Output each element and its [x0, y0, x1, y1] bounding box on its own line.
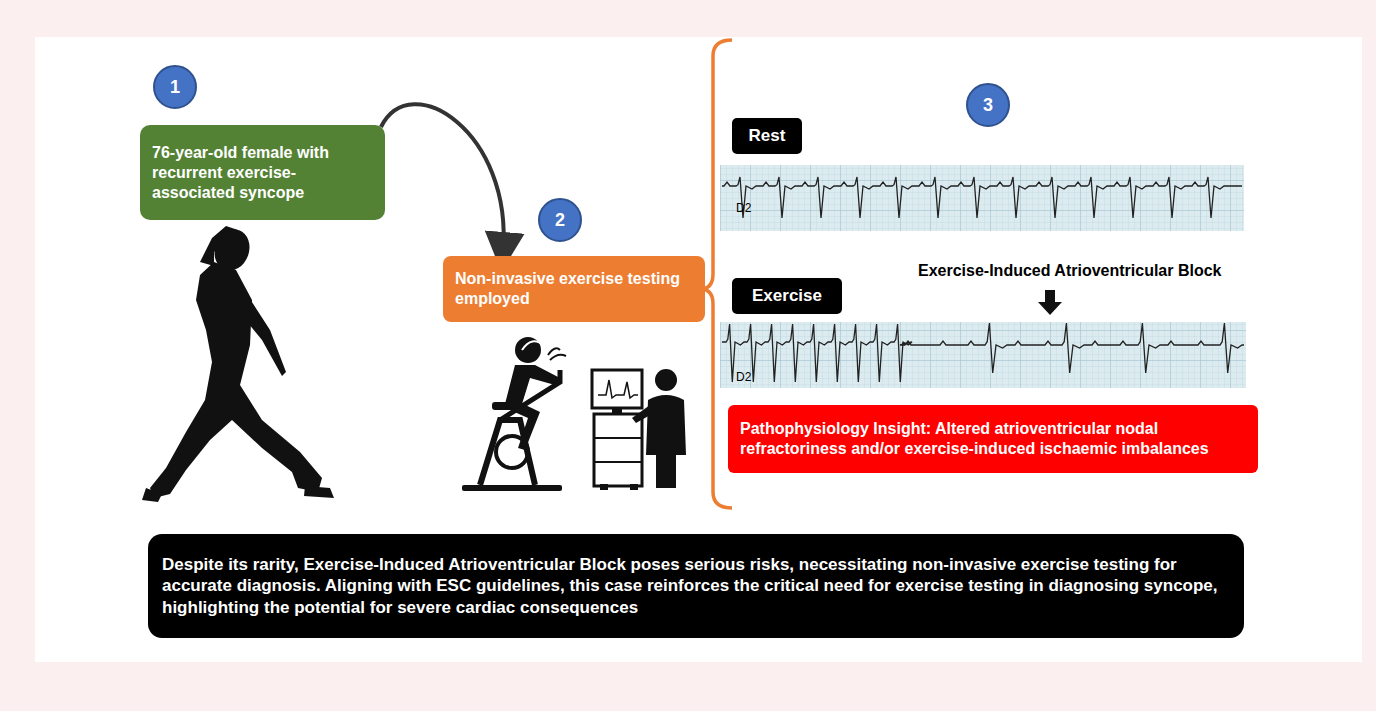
conclusion-box: Despite its rarity, Exercise-Induced Atr… [148, 534, 1244, 638]
test-box: Non-invasive exercise testing employed [443, 256, 705, 322]
strip-tag: Exercise [732, 278, 842, 314]
ecg-strip [720, 165, 1244, 231]
ecg-trace [722, 323, 1244, 382]
node-text: Pathophysiology Insight: Altered atriove… [740, 419, 1246, 459]
node-text: Non-invasive exercise testing employed [455, 269, 693, 309]
flow-arrow [381, 104, 504, 252]
ecg-trace [722, 177, 1242, 218]
callout-number: 2 [538, 198, 582, 242]
node-text: Rest [749, 125, 786, 146]
exercise-test-scene [462, 337, 686, 491]
node-text: 3 [983, 94, 993, 117]
block-label: Exercise-Induced Atrioventricular Block [918, 262, 1222, 280]
strip-tag: Rest [732, 118, 802, 154]
node-text: 2 [555, 209, 565, 232]
ecg-strip [720, 322, 1246, 388]
callout-number: 1 [153, 65, 197, 109]
fainting-woman [142, 224, 334, 502]
callout-number: 3 [966, 83, 1010, 127]
node-text: 1 [170, 76, 180, 99]
patient-box: 76-year-old female with recurrent exerci… [140, 125, 385, 220]
insight-box: Pathophysiology Insight: Altered atriove… [728, 405, 1258, 473]
lead-label: D2 [736, 370, 751, 384]
node-text: Despite its rarity, Exercise-Induced Atr… [162, 554, 1230, 618]
node-text: 76-year-old female with recurrent exerci… [152, 143, 373, 203]
block-arrow [1038, 290, 1062, 315]
lead-label: D2 [736, 201, 751, 215]
node-text: Exercise [752, 285, 822, 306]
